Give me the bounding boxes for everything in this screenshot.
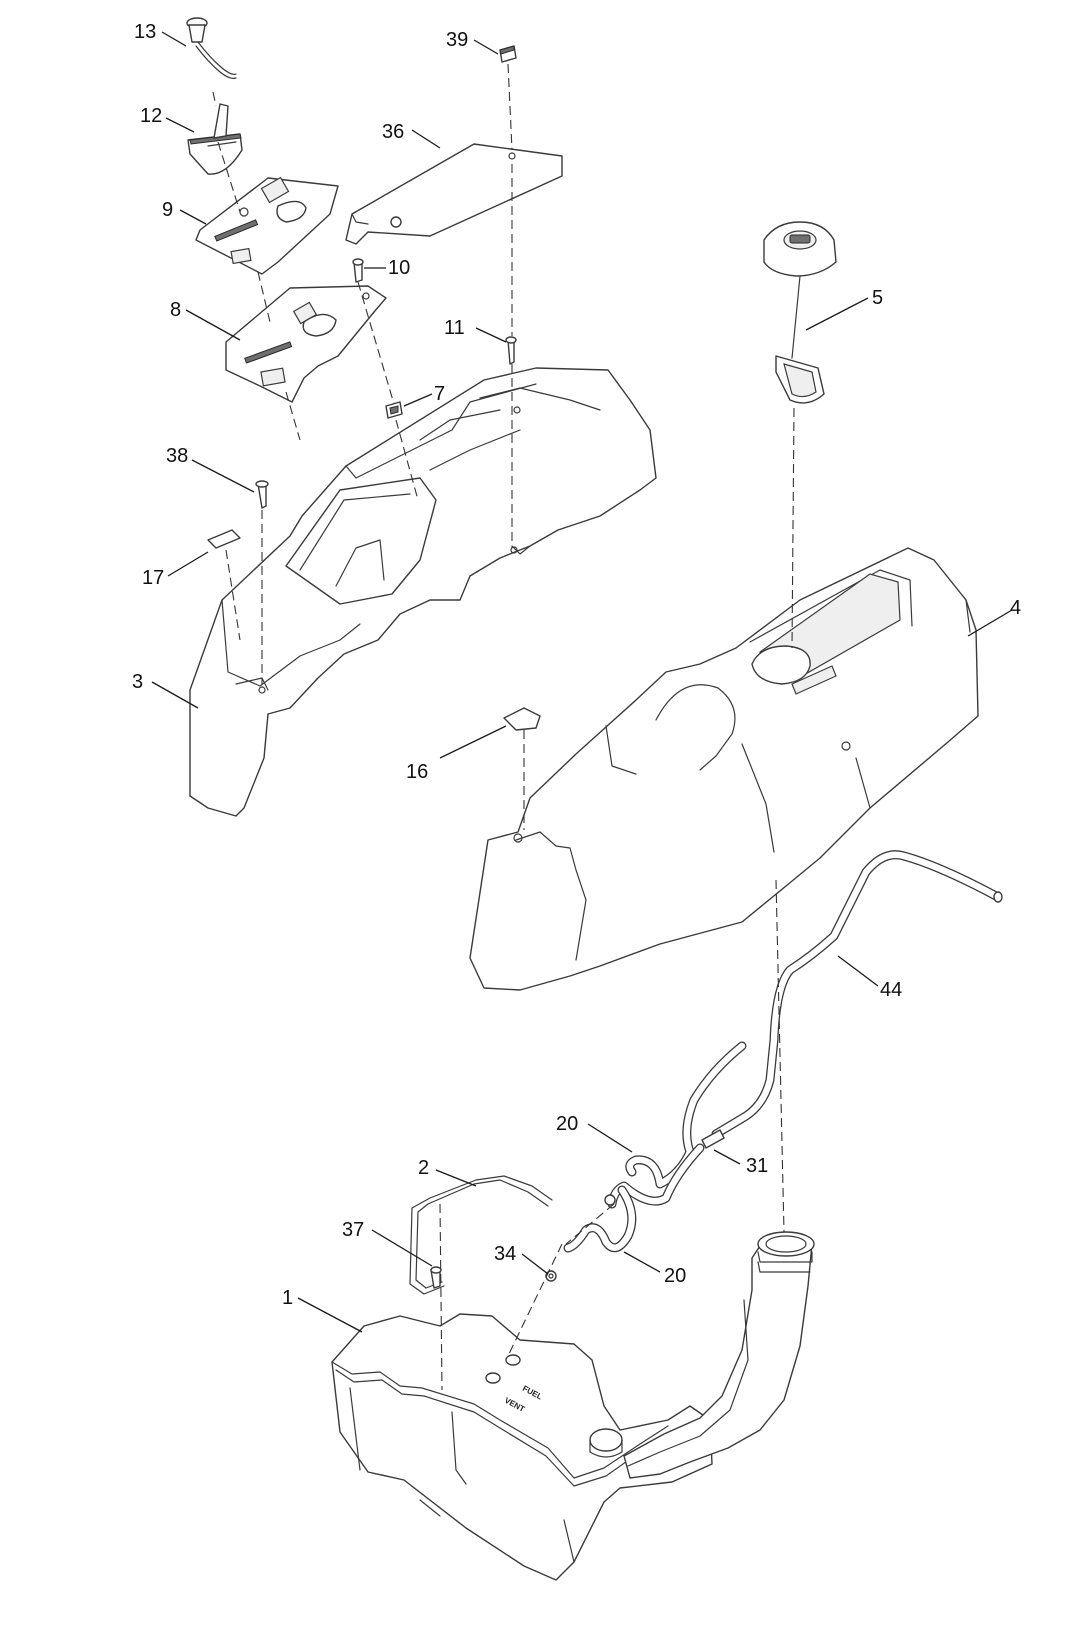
part-8-plate (225, 285, 387, 403)
callout-5: 5 (872, 287, 883, 309)
part-36-cover (345, 143, 563, 245)
callout-20-lower: 20 (664, 1265, 686, 1287)
part-2-bracket (409, 1175, 553, 1295)
callout-2: 2 (418, 1157, 429, 1179)
part-3-console (189, 367, 657, 817)
part-5-fuel-cap (763, 221, 837, 404)
part-17-pad (207, 529, 241, 549)
callout-labels: 13 12 9 8 39 36 10 11 7 38 17 3 5 4 16 4… (132, 21, 1021, 1309)
callout-8: 8 (170, 299, 181, 321)
part-12-bracket (187, 103, 243, 175)
part-7-clip (385, 401, 403, 419)
part-11-screw (505, 336, 517, 365)
callout-11: 11 (444, 317, 465, 339)
callout-13: 13 (134, 21, 156, 43)
part-16-pad (503, 707, 541, 731)
part-4-body (469, 547, 979, 991)
part-20-upper-hose (607, 1041, 747, 1209)
part-38-screw (255, 480, 269, 509)
part-10-screw (352, 258, 364, 283)
callout-34: 34 (494, 1243, 516, 1265)
callout-38: 38 (166, 445, 188, 467)
callout-31: 31 (746, 1155, 768, 1177)
callout-20-upper: 20 (556, 1113, 578, 1135)
callout-12: 12 (140, 105, 162, 127)
callout-1: 1 (282, 1287, 293, 1309)
part-31-connector (701, 1129, 725, 1149)
part-34-fitting (545, 1270, 557, 1282)
leader-lines (151, 31, 1013, 1333)
callout-4: 4 (1010, 597, 1021, 619)
callout-3: 3 (132, 671, 143, 693)
callout-16: 16 (406, 761, 428, 783)
filler-neck (623, 1231, 815, 1479)
callout-7: 7 (434, 383, 445, 405)
part-9-decal (195, 176, 339, 275)
callout-10: 10 (388, 257, 410, 279)
callout-9: 9 (162, 199, 173, 221)
assembly-lines (212, 63, 795, 1391)
callout-36: 36 (382, 121, 404, 143)
callout-37: 37 (342, 1219, 364, 1241)
part-13-knob (186, 17, 237, 79)
part-20-lower-hose (563, 1185, 637, 1253)
part-37-bolt (430, 1266, 442, 1289)
part-44-hose (711, 850, 1003, 1139)
part-39-knob (499, 45, 517, 63)
callout-17: 17 (142, 567, 164, 589)
callout-39: 39 (446, 29, 468, 51)
part-1-fuel-tank: FUEL VENT (331, 1313, 713, 1581)
callout-44: 44 (880, 979, 902, 1001)
